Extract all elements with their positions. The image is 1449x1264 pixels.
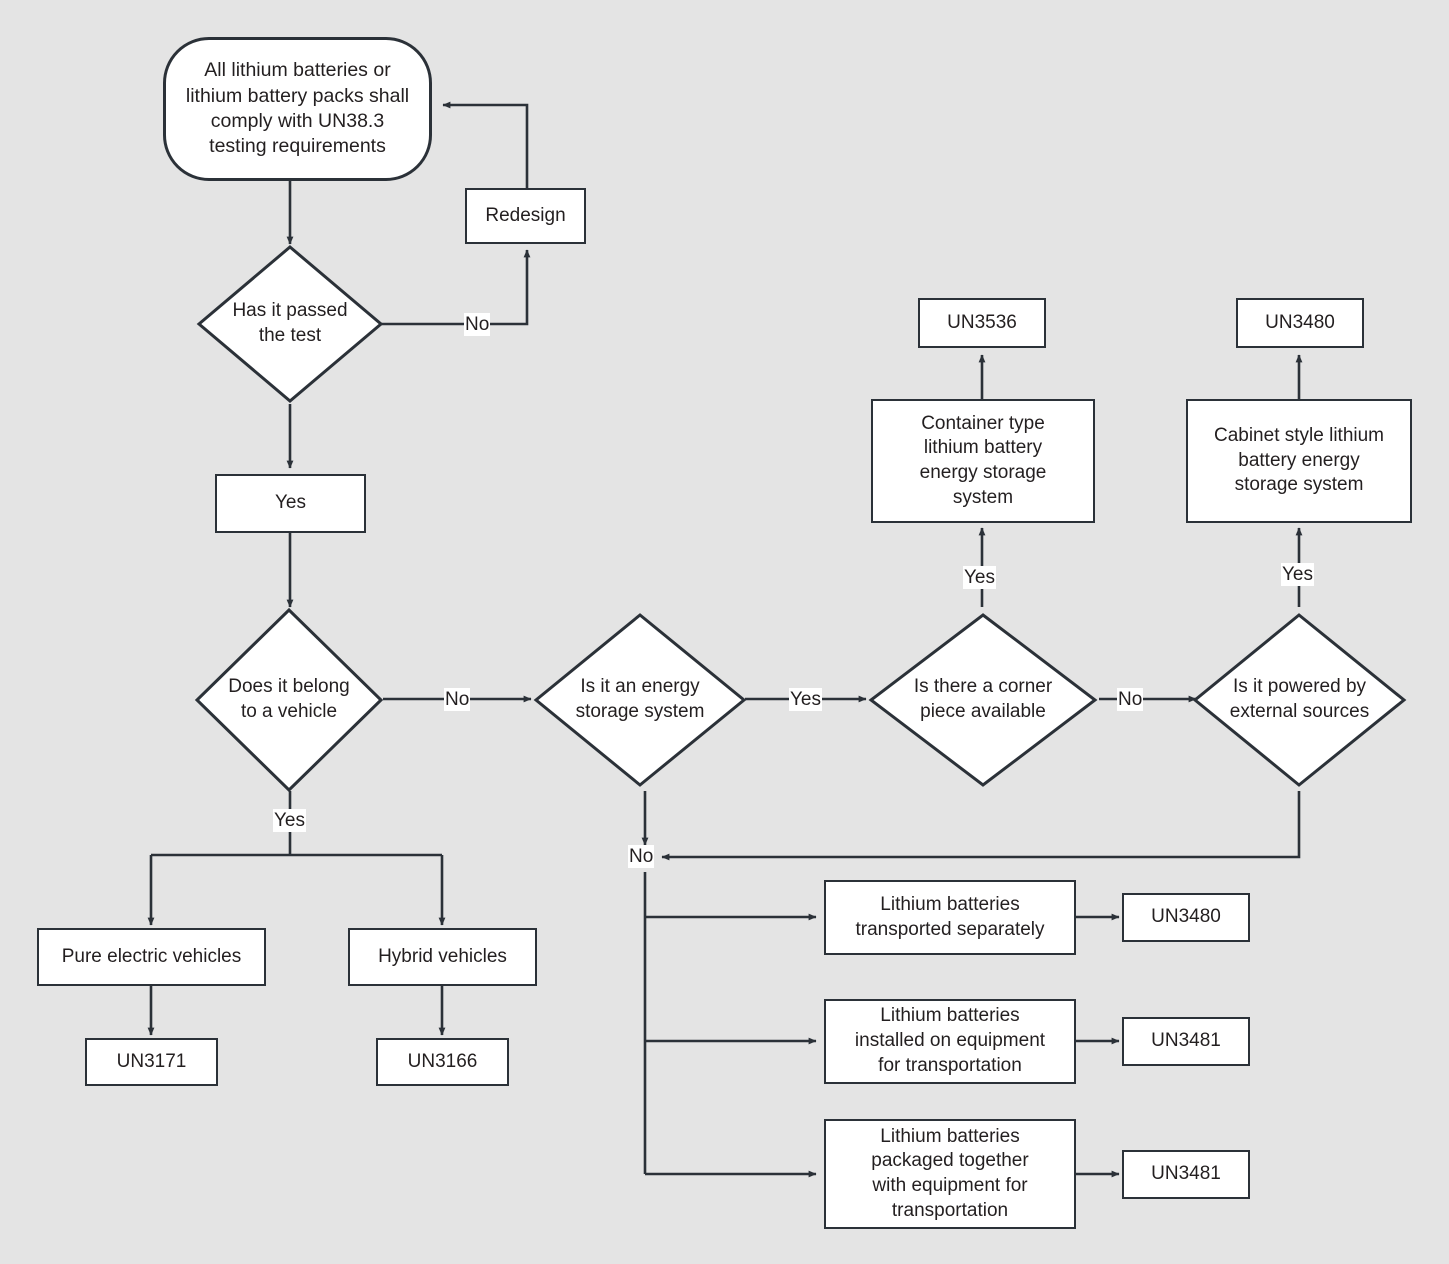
- diamond-shape: [1192, 613, 1407, 787]
- node-pure-electric-vehicles[interactable]: Pure electric vehicles: [37, 928, 266, 986]
- node-un3481-installed[interactable]: UN3481: [1122, 1017, 1250, 1066]
- diamond-shape: [194, 607, 384, 793]
- node-is-there-a-corner-piece-available-label: Is there a corner piece available: [913, 676, 1053, 722]
- node-is-it-powered-by-external-sources-label: Is it powered by external sources: [1229, 676, 1370, 722]
- node-un3171[interactable]: UN3171: [85, 1038, 218, 1086]
- node-un3536[interactable]: UN3536: [918, 298, 1046, 348]
- node-un3480-top[interactable]: UN3480: [1236, 298, 1364, 348]
- edge-label-external-yes: Yes: [1281, 563, 1314, 586]
- node-is-it-powered-by-external-sources[interactable]: Is it powered by external sources: [1192, 612, 1407, 788]
- node-batteries-installed-on-equipment-label: Lithium batteries installed on equipment…: [854, 1005, 1046, 1076]
- node-un3166-label: UN3166: [407, 1050, 478, 1072]
- node-does-it-belong-to-a-vehicle-label: Does it belong to a vehicle: [228, 676, 350, 722]
- diamond-shape: [868, 613, 1098, 787]
- node-batteries-installed-on-equipment[interactable]: Lithium batteries installed on equipment…: [824, 999, 1076, 1084]
- edge-test-no-to-redesign: [381, 249, 531, 326]
- edge-external-no-to-junction: [661, 791, 1301, 861]
- node-un3536-label: UN3536: [947, 311, 1017, 333]
- node-un3481-packaged[interactable]: UN3481: [1122, 1150, 1250, 1199]
- node-is-it-an-energy-storage-system-label: Is it an energy storage system: [575, 676, 705, 722]
- node-is-it-an-energy-storage-system[interactable]: Is it an energy storage system: [533, 612, 747, 788]
- edge-label-storage-yes: Yes: [789, 688, 822, 711]
- node-yes-box[interactable]: Yes: [215, 474, 366, 533]
- edge-label-vehicle-yes: Yes: [273, 809, 306, 832]
- node-pure-electric-vehicles-label: Pure electric vehicles: [61, 945, 242, 967]
- node-un3481-packaged-label: UN3481: [1151, 1163, 1221, 1185]
- edge-label-corner-no: No: [1117, 688, 1144, 711]
- node-hybrid-vehicles[interactable]: Hybrid vehicles: [348, 928, 537, 986]
- node-redesign-label: Redesign: [485, 204, 566, 226]
- node-start-label: All lithium batteries or lithium battery…: [185, 59, 410, 158]
- node-un3480-separate[interactable]: UN3480: [1122, 893, 1250, 942]
- node-hybrid-vehicles-label: Hybrid vehicles: [378, 945, 507, 967]
- node-cabinet-style-storage-system-label: Cabinet style lithium battery energy sto…: [1213, 424, 1385, 496]
- node-is-there-a-corner-piece-available[interactable]: Is there a corner piece available: [868, 612, 1098, 788]
- edge-label-test-no: No: [464, 313, 491, 336]
- node-batteries-packaged-with-equipment[interactable]: Lithium batteries packaged together with…: [824, 1119, 1076, 1229]
- node-cabinet-style-storage-system[interactable]: Cabinet style lithium battery energy sto…: [1186, 399, 1412, 523]
- edge-redesign-to-start: [442, 101, 529, 188]
- node-un3480-separate-label: UN3480: [1151, 906, 1221, 928]
- edge-label-corner-yes: Yes: [963, 566, 996, 589]
- node-batteries-transported-separately-label: Lithium batteries transported separately: [855, 893, 1045, 940]
- node-un3481-installed-label: UN3481: [1151, 1030, 1221, 1052]
- node-yes-box-label: Yes: [275, 492, 306, 514]
- node-container-type-storage-system[interactable]: Container type lithium battery energy st…: [871, 399, 1095, 523]
- node-batteries-transported-separately[interactable]: Lithium batteries transported separately: [824, 880, 1076, 955]
- edge-label-storage-no: No: [628, 845, 655, 868]
- node-batteries-packaged-with-equipment-label: Lithium batteries packaged together with…: [871, 1125, 1029, 1221]
- node-un3166[interactable]: UN3166: [376, 1038, 509, 1086]
- node-un3480-top-label: UN3480: [1265, 311, 1335, 333]
- node-container-type-storage-system-label: Container type lithium battery energy st…: [919, 412, 1047, 508]
- node-has-it-passed-the-test-label: Has it passed the test: [232, 300, 348, 346]
- node-has-it-passed-the-test[interactable]: Has it passed the test: [196, 244, 384, 404]
- node-un3171-label: UN3171: [116, 1050, 187, 1072]
- node-redesign[interactable]: Redesign: [465, 188, 586, 244]
- diamond-shape: [196, 245, 384, 403]
- edge-label-vehicle-no: No: [444, 688, 471, 711]
- diamond-shape: [533, 613, 747, 787]
- node-start[interactable]: All lithium batteries or lithium battery…: [163, 37, 432, 181]
- node-does-it-belong-to-a-vehicle[interactable]: Does it belong to a vehicle: [194, 607, 384, 793]
